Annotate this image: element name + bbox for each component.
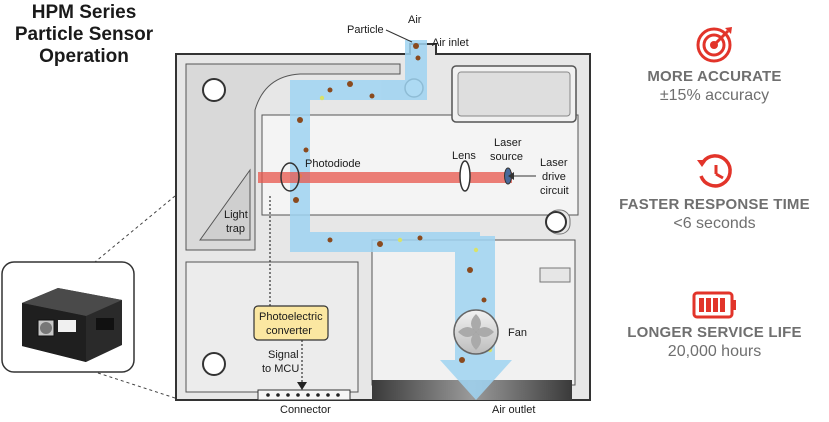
label-light-trap-2: trap xyxy=(226,223,245,235)
label-photoelectric-1: Photoelectric xyxy=(259,311,323,323)
label-laser-drive-2: drive xyxy=(542,171,566,183)
feature-response-heading: FASTER RESPONSE TIME xyxy=(619,196,810,213)
label-photoelectric-2: converter xyxy=(266,325,312,337)
feature-accuracy: MORE ACCURATE ±15% accuracy xyxy=(600,24,829,105)
feature-accuracy-heading: MORE ACCURATE xyxy=(647,68,782,85)
label-laser-drive-3: circuit xyxy=(540,185,569,197)
photoelectric-converter xyxy=(253,305,329,341)
label-laser-source-1: Laser xyxy=(494,137,522,149)
title-line-3: Operation xyxy=(39,46,129,67)
label-photodiode: Photodiode xyxy=(305,158,361,170)
feature-service-life-heading: LONGER SERVICE LIFE xyxy=(627,324,802,341)
product-photo xyxy=(1,261,135,373)
label-signal-2: to MCU xyxy=(262,363,299,375)
battery-icon xyxy=(692,291,736,319)
label-air-inlet: Air inlet xyxy=(432,37,469,49)
air-flow-path xyxy=(290,40,512,400)
feature-response-detail: <6 seconds xyxy=(673,215,756,232)
target-icon xyxy=(696,27,732,63)
label-laser-source-2: source xyxy=(490,151,523,163)
label-particle: Particle xyxy=(347,24,384,36)
label-lens: Lens xyxy=(452,150,476,162)
feature-service-life-detail: 20,000 hours xyxy=(667,343,762,360)
title-line-1: HPM Series xyxy=(31,2,137,23)
label-connector: Connector xyxy=(280,404,331,416)
feature-response-time: FASTER RESPONSE TIME <6 seconds xyxy=(600,152,829,233)
label-light-trap-1: Light xyxy=(224,209,248,221)
stopwatch-icon xyxy=(696,154,732,188)
feature-accuracy-detail: ±15% accuracy xyxy=(659,87,770,104)
title-line-2: Particle Sensor xyxy=(14,24,154,45)
label-air: Air xyxy=(408,14,422,26)
page-title: HPM Series Particle Sensor Operation xyxy=(0,2,168,68)
label-laser-drive-1: Laser xyxy=(540,157,568,169)
feature-service-life: LONGER SERVICE LIFE 20,000 hours xyxy=(600,290,829,361)
fan xyxy=(453,309,499,355)
label-signal-1: Signal xyxy=(268,349,299,361)
connector xyxy=(257,389,351,401)
label-air-outlet: Air outlet xyxy=(492,404,535,416)
label-fan: Fan xyxy=(508,327,527,339)
